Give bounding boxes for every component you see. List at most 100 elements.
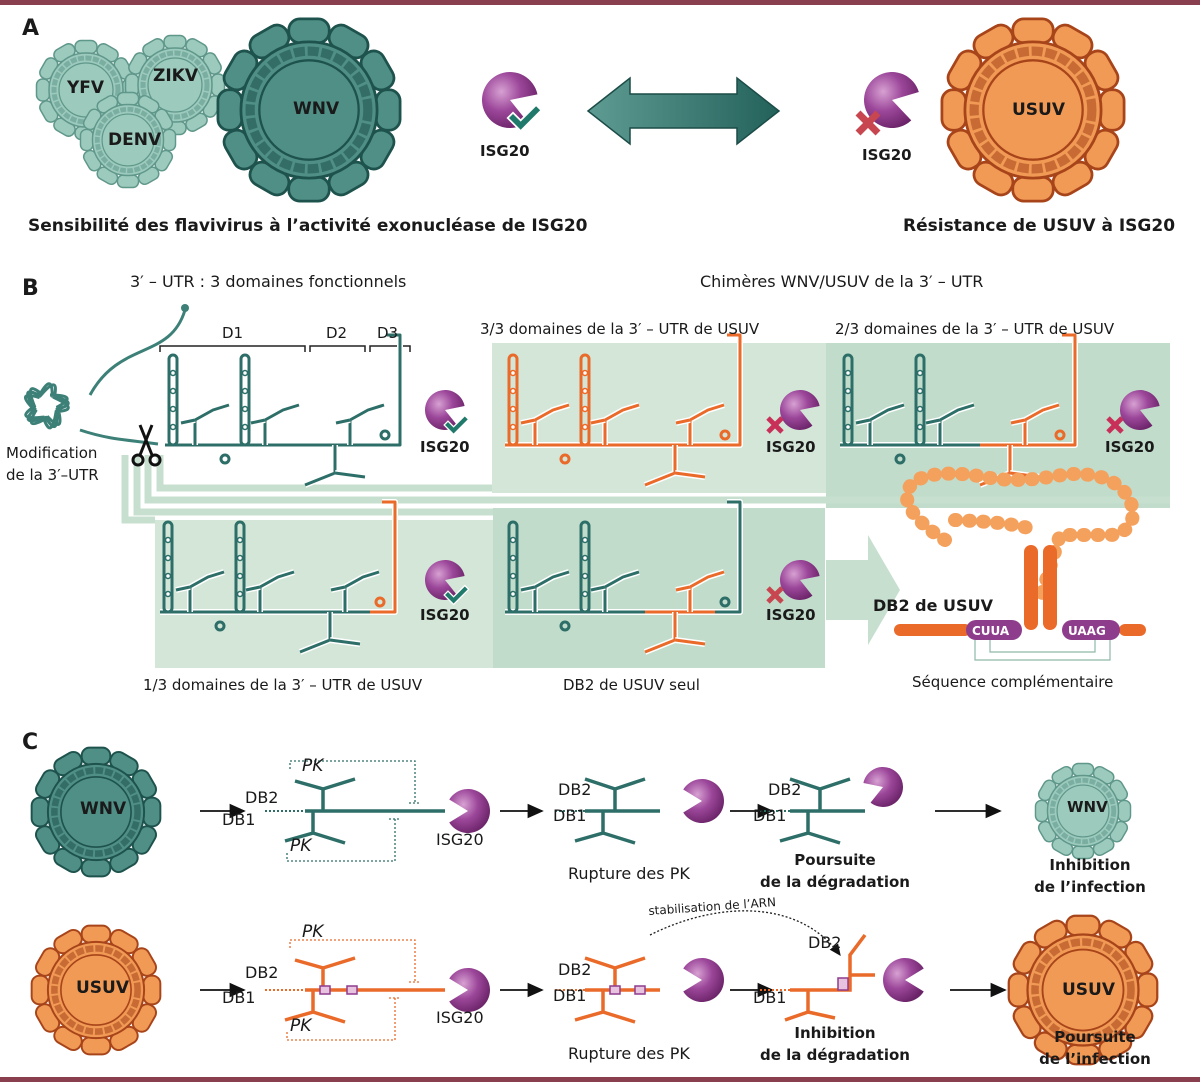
isg20-db2 <box>780 559 820 600</box>
title-3utr-domains: 3′ – UTR : 3 domaines fonctionnels <box>130 272 407 291</box>
panel-b-letter: B <box>22 276 39 301</box>
c-usuv-pk-structure <box>265 939 445 1041</box>
c-usuv-outcome-virus: USUV <box>1062 980 1116 1000</box>
isg20-label-sensitive: ISG20 <box>480 142 530 160</box>
isg20-label-db2: ISG20 <box>766 606 816 624</box>
virus-label-yfv: YFV <box>67 78 105 98</box>
c-wnv-degrading-structure <box>760 777 865 845</box>
c-virus-wnv <box>30 746 162 878</box>
domain-label-d3: D3 <box>377 324 399 342</box>
isg20-label-3of3: ISG20 <box>766 438 816 456</box>
chimera-label-db2: DB2 de USUV seul <box>563 676 700 694</box>
isg20-label-resistant: ISG20 <box>862 146 912 164</box>
check-icon <box>443 584 470 606</box>
top-rule <box>0 0 1200 5</box>
double-arrow <box>586 76 781 146</box>
c-usuv-step3-db2: DB2 <box>808 933 842 952</box>
virus-label-wnv: WNV <box>293 99 340 119</box>
c-wnv-pk-structure <box>265 760 445 862</box>
utr-wild-type <box>165 332 403 488</box>
c-wnv-isg20 <box>449 789 490 834</box>
c-usuv-step2-caption: Rupture des PK <box>568 1044 690 1063</box>
cross-icon <box>766 586 784 604</box>
c-usuv-step2-db1: DB1 <box>553 986 587 1005</box>
domain-label-d2: D2 <box>326 324 348 342</box>
seq-right-label: UAAG <box>1068 624 1106 638</box>
isg20-3of3 <box>780 389 820 430</box>
modification-label-line1: Modification <box>6 444 98 462</box>
complementary-seq-caption: Séquence complémentaire <box>912 673 1114 691</box>
c-usuv-db1: DB1 <box>222 988 256 1007</box>
c-usuv-isg20: ISG20 <box>436 1008 484 1027</box>
c-usuv-isg20 <box>449 967 490 1012</box>
db2-usuv-label: DB2 de USUV <box>873 596 993 615</box>
c-wnv-outcome-line2: de l’infection <box>1034 878 1146 896</box>
c-usuv-outcome-line2: de l’infection <box>1039 1050 1151 1068</box>
c-virus-usuv <box>30 924 162 1056</box>
isg20-wt <box>425 390 465 430</box>
virus-label-usuv: USUV <box>1012 100 1066 120</box>
panel-a-letter: A <box>22 16 40 41</box>
c-wnv-db2: DB2 <box>245 788 279 807</box>
modification-label-line2: de la 3′–UTR <box>6 466 99 484</box>
c-wnv-step2-db1: DB1 <box>553 806 587 825</box>
c-wnv-pk-top: PK <box>302 756 324 776</box>
cross-icon <box>766 416 784 434</box>
c-usuv-step2-isg20 <box>683 957 724 1002</box>
c-wnv-step3-line2: de la dégradation <box>760 873 910 891</box>
c-wnv-step3-isg20 <box>863 767 903 807</box>
c-usuv-outcome-line1: Poursuite <box>1054 1028 1136 1046</box>
seq-cuua-badge <box>966 620 1022 640</box>
tangled-rna <box>23 304 189 446</box>
c-wnv-step2-isg20 <box>683 779 724 824</box>
c-usuv-pk-top: PK <box>302 922 324 942</box>
isg20-label-wt: ISG20 <box>420 438 470 456</box>
c-usuv-pk-bottom: PK <box>290 1016 312 1036</box>
virus-usuv <box>940 17 1126 203</box>
panel-b-backgrounds <box>121 343 1170 668</box>
c-usuv-step3-isg20 <box>883 957 924 1003</box>
chimera-label-2of3: 2/3 domaines de la 3′ – UTR de USUV <box>835 320 1115 338</box>
c-wnv-pk-bottom: PK <box>290 836 312 856</box>
panel-c-letter: C <box>22 730 39 755</box>
cross-icon <box>855 110 881 136</box>
check-icon <box>506 103 543 133</box>
c-wnv-broken-structure <box>555 777 660 845</box>
c-usuv-step3-line2: de la dégradation <box>760 1046 910 1064</box>
c-usuv-step2-db2: DB2 <box>558 960 592 979</box>
c-wnv-step2-db2: DB2 <box>558 780 592 799</box>
c-wnv-step3-db2: DB2 <box>768 780 802 799</box>
caption-sensitivity: Sensibilité des flavivirus à l’activité … <box>28 216 588 236</box>
scissors-icon <box>131 424 162 467</box>
title-chimeras: Chimères WNV/USUV de la 3′ – UTR <box>700 272 984 291</box>
virus-wnv <box>216 17 402 203</box>
seq-uaag-badge <box>1062 620 1120 640</box>
c-wnv-outcome-virus: WNV <box>1067 798 1108 816</box>
c-wnv-step3-line1: Poursuite <box>794 851 876 869</box>
isg20-label-1of3: ISG20 <box>420 606 470 624</box>
c-usuv-virus-label: USUV <box>76 978 130 998</box>
check-icon <box>443 414 470 436</box>
chimera-label-3of3: 3/3 domaines de la 3′ – UTR de USUV <box>480 320 760 338</box>
c-usuv-step3-db1: DB1 <box>753 988 787 1007</box>
c-wnv-step3-db1: DB1 <box>753 806 787 825</box>
c-virus-wnv-inhibited <box>1034 762 1132 860</box>
utr-chimera-db2 <box>505 499 743 655</box>
c-usuv-stabilised-structure <box>760 933 875 1022</box>
c-wnv-outcome-line1: Inhibition <box>1049 856 1131 874</box>
c-usuv-step3-line1: Inhibition <box>794 1024 876 1042</box>
domain-label-d1: D1 <box>222 324 244 342</box>
virus-label-denv: DENV <box>108 130 162 150</box>
c-wnv-db1: DB1 <box>222 810 256 829</box>
c-wnv-step2-caption: Rupture des PK <box>568 864 690 883</box>
isg20-enzyme-sensitive <box>482 72 538 129</box>
c-wnv-virus-label: WNV <box>80 799 127 819</box>
isg20-label-2of3: ISG20 <box>1105 438 1155 456</box>
c-wnv-isg20: ISG20 <box>436 830 484 849</box>
db2-structure <box>894 466 1146 661</box>
isg20-2of3 <box>1120 389 1160 430</box>
c-virus-usuv-continues <box>1007 914 1159 1066</box>
utr-chimera-1of3 <box>160 499 398 655</box>
domain-brackets <box>159 345 411 352</box>
